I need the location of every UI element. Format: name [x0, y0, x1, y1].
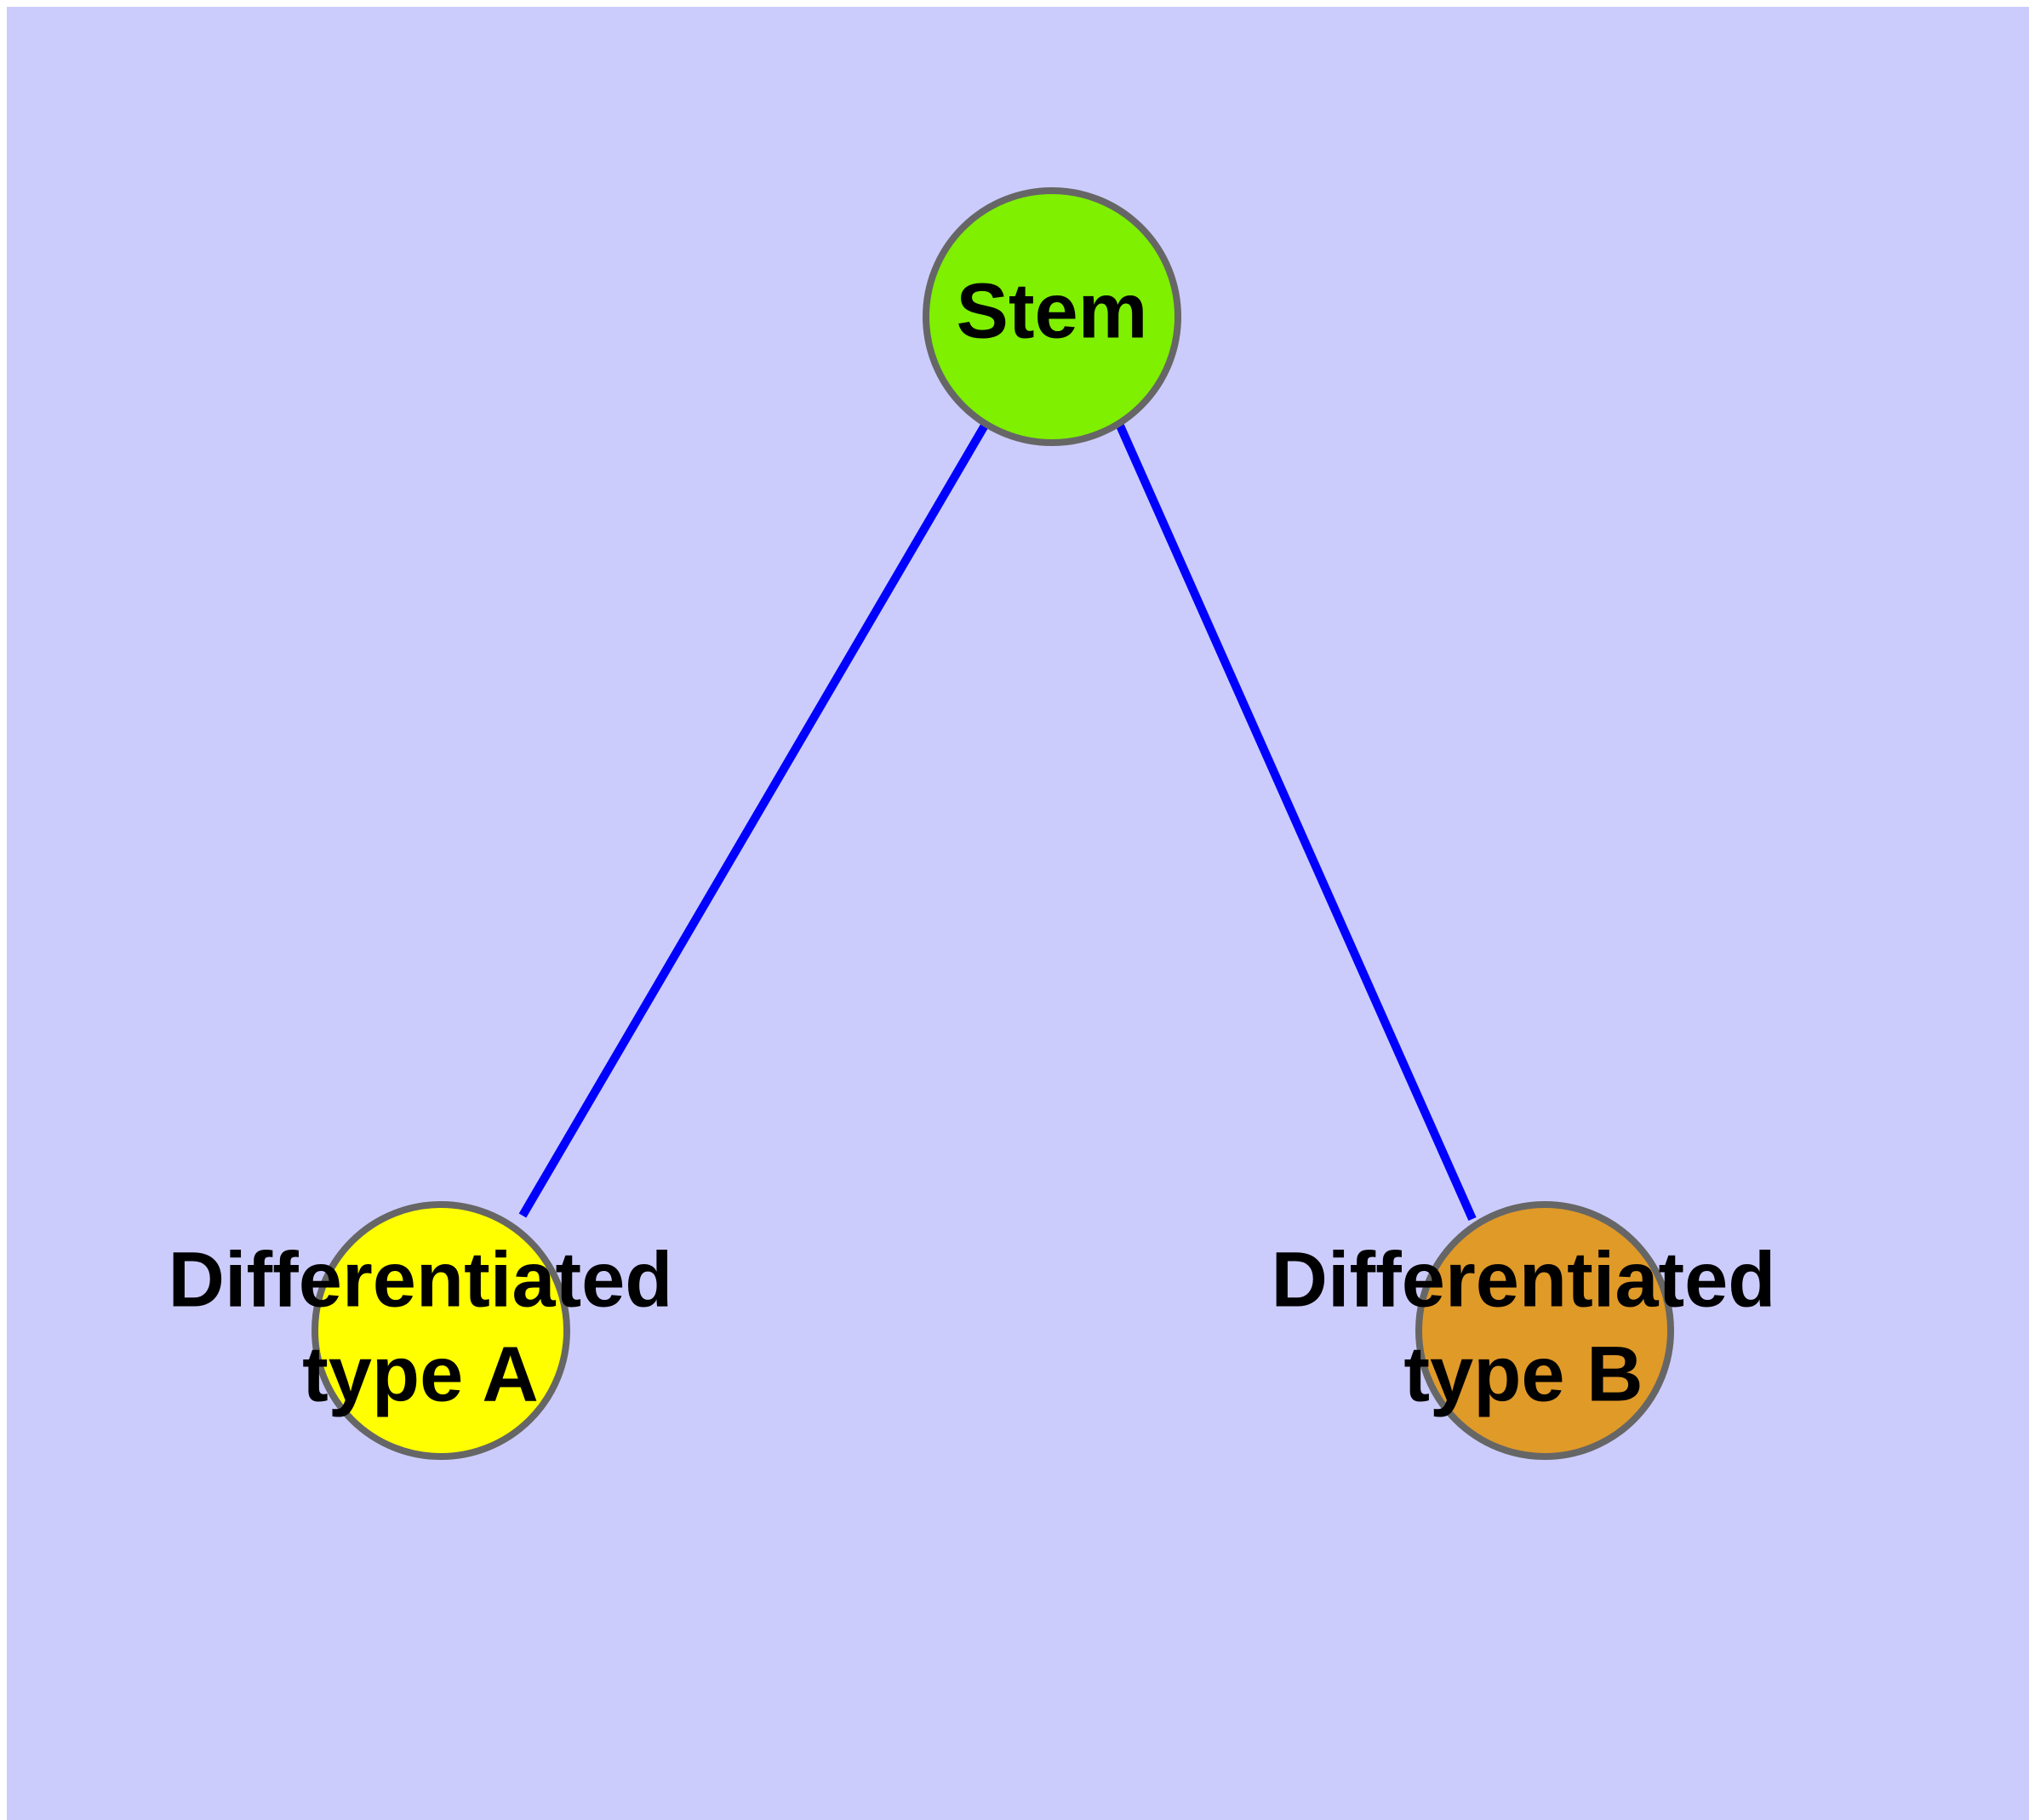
edge-layer	[518, 421, 1477, 1222]
node-type-a-circle[interactable]	[311, 1201, 570, 1460]
node-type-a-label-line1: Differentiated	[169, 1236, 673, 1323]
edge-stem-to-type-a[interactable]	[518, 421, 990, 1218]
label-layer: Stem Differentiated type A Differentiate…	[169, 267, 1776, 1417]
node-type-a-label-line2: type A	[302, 1331, 539, 1417]
node-type-b-label-line2: type B	[1403, 1331, 1643, 1417]
node-differentiated-type-b[interactable]	[1415, 1201, 1674, 1460]
edge-stem-to-type-b[interactable]	[1116, 423, 1477, 1222]
node-stem-label: Stem	[957, 267, 1148, 354]
node-stem[interactable]	[923, 187, 1181, 446]
node-stem-circle[interactable]	[923, 187, 1181, 446]
node-type-b-label-line1: Differentiated	[1272, 1236, 1776, 1323]
node-layer	[311, 187, 1674, 1460]
node-differentiated-type-a[interactable]	[311, 1201, 570, 1460]
node-type-b-circle[interactable]	[1415, 1201, 1674, 1460]
